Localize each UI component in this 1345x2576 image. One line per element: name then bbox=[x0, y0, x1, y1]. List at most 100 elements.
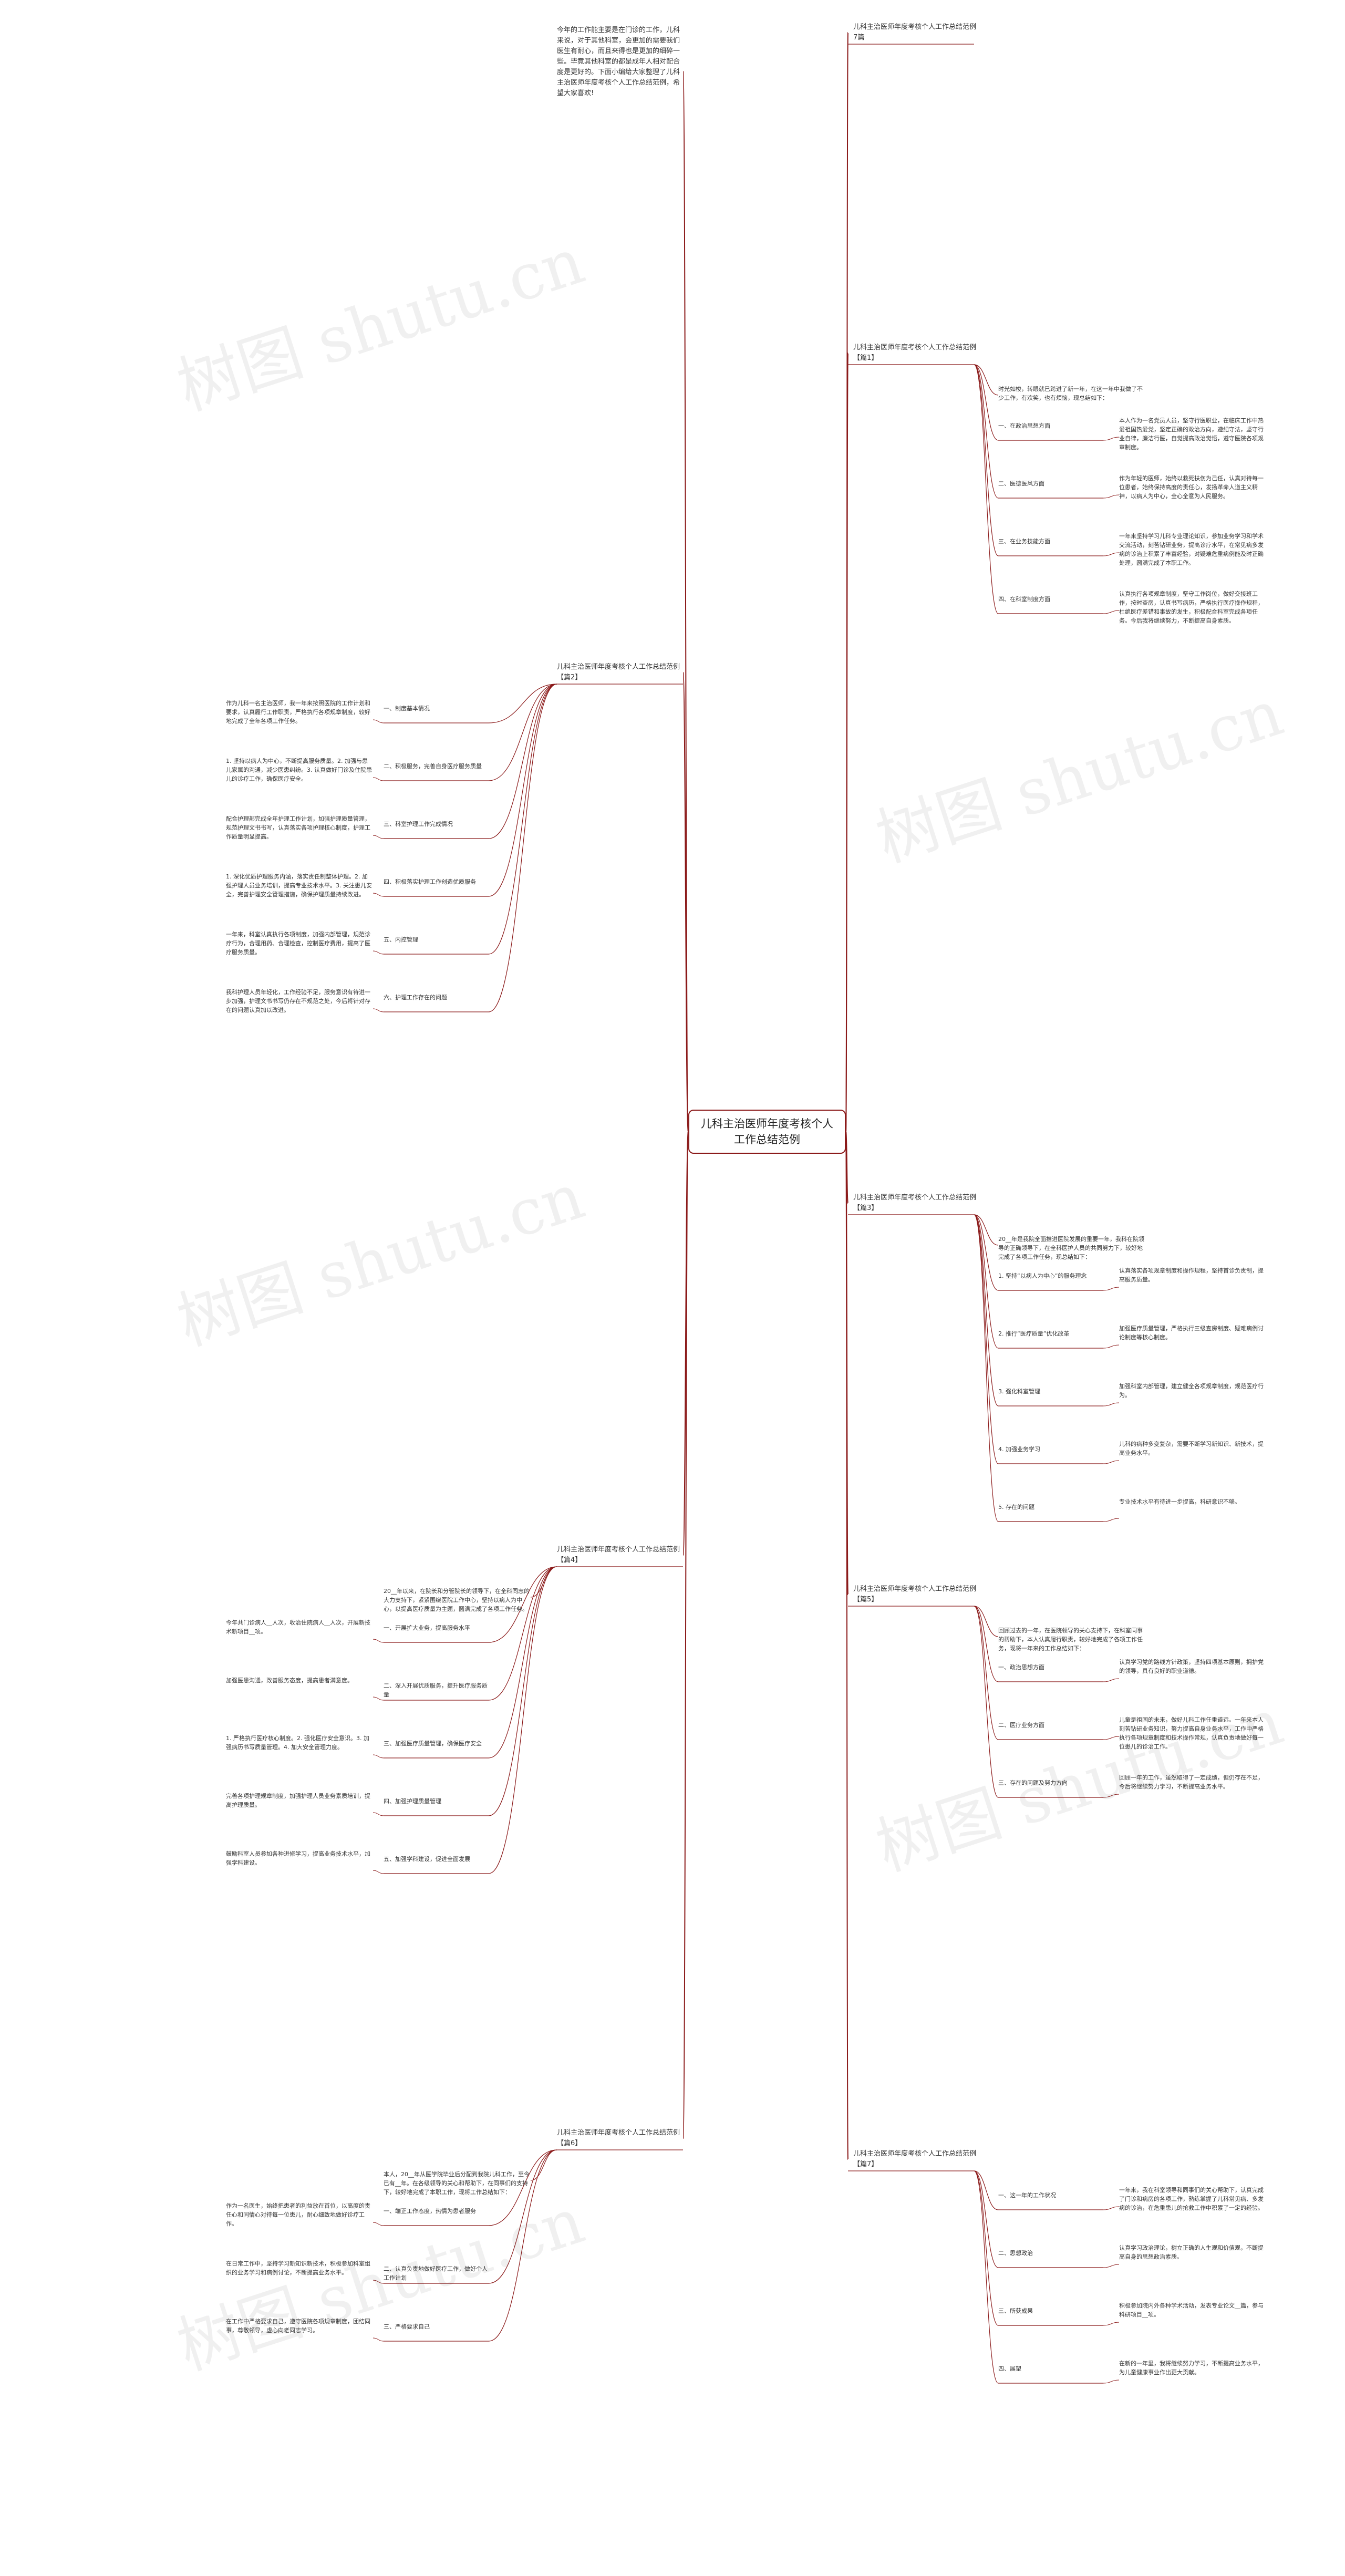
branch-topic-5[interactable]: 儿科主治医师年度考核个人工作总结范例【篇5】 bbox=[853, 1585, 977, 1603]
intro-text: 今年的工作能主要是在门诊的工作，儿科来说，对于其他科室，会更加的需要我们医生有耐… bbox=[557, 26, 680, 97]
branch-topic-3[interactable]: 儿科主治医师年度考核个人工作总结范例【篇3】 bbox=[853, 1194, 977, 1212]
subtopic-title-2-4[interactable]: 五、内控管理 bbox=[384, 936, 418, 943]
subtopic-title-2-3[interactable]: 四、积极落实护理工作创造优质服务 bbox=[384, 878, 476, 885]
connector-branch-subtopic-7-3 bbox=[974, 2170, 999, 2384]
connector-branch-subtopic-6-2 bbox=[488, 2149, 557, 2342]
connector-branch-subtopic-6-0 bbox=[488, 2149, 557, 2226]
branch-intro-6: 本人，20__年从医学院毕业后分配到我院儿科工作，至今已有__年。在各级领导的关… bbox=[384, 2171, 530, 2196]
connector-branch-subtopic-1-3 bbox=[974, 364, 999, 614]
subtopic-title-1-0[interactable]: 一、在政治思想方面 bbox=[998, 422, 1050, 429]
connector-branch-subtopic-4-2 bbox=[488, 1566, 557, 1758]
connector-subtopic-detail-6-0 bbox=[373, 2222, 384, 2226]
subtopic-detail-3-3: 儿科的病种多变复杂，需要不断学习新知识、新技术，提高业务水平。 bbox=[1119, 1441, 1264, 1456]
subtopic-title-5-1[interactable]: 二、医疗业务方面 bbox=[998, 1722, 1044, 1729]
subtopic-detail-1-0: 本人作为一名党员人员，坚守行医职业，在临床工作中热爱祖国热爱党，坚定正确的政治方… bbox=[1119, 417, 1264, 451]
subtopic-title-4-2[interactable]: 三、加强医疗质量管理，确保医疗安全 bbox=[384, 1740, 482, 1747]
branch-topic-2[interactable]: 儿科主治医师年度考核个人工作总结范例【篇2】 bbox=[557, 663, 680, 681]
subtopic-detail-7-3: 在新的一年里，我将继续努力学习，不断提高业务水平，为儿童健康事业作出更大贡献。 bbox=[1119, 2360, 1264, 2376]
connector-subtopic-detail-3-4 bbox=[1103, 1518, 1120, 1522]
subtopic-detail-6-2: 在工作中严格要求自己，遵守医院各项规章制度，团结同事，尊敬领导，虚心向老同志学习… bbox=[226, 2318, 370, 2334]
subtopic-detail-2-1: 1. 坚持以病人为中心，不断提高服务质量。2. 加强与患儿家属的沟通，减少医患纠… bbox=[226, 758, 372, 782]
subtopic-title-2-2[interactable]: 三、科室护理工作完成情况 bbox=[384, 821, 453, 827]
connector-subtopic-detail-3-0 bbox=[1103, 1287, 1120, 1291]
connector-root-branch-6 bbox=[682, 1131, 689, 2139]
connector-subtopic-detail-1-1 bbox=[1103, 494, 1120, 499]
subtopic-detail-1-2: 一年来坚持学习儿科专业理论知识，参加业务学习和学术交流活动，刻苦钻研业务，提高诊… bbox=[1119, 533, 1264, 566]
branch-intro-4: 20__年以来，在院长和分管院长的领导下，在全科同志的大力支持下，紧紧围绕医院工… bbox=[384, 1588, 530, 1612]
subtopic-detail-3-0: 认真落实各项规章制度和操作规程，坚持首诊负责制，提高服务质量。 bbox=[1119, 1267, 1264, 1283]
subtopic-title-2-5[interactable]: 六、护理工作存在的问题 bbox=[384, 994, 447, 1001]
subtopic-title-3-1[interactable]: 2. 推行“医疗质量”优化改革 bbox=[998, 1330, 1070, 1337]
connector-subtopic-detail-1-2 bbox=[1103, 552, 1120, 556]
subtopic-detail-4-3: 完善各项护理规章制度，加强护理人员业务素质培训，提高护理质量。 bbox=[226, 1793, 370, 1808]
connector-branch-subtopic-2-0 bbox=[488, 684, 557, 723]
subtopic-detail-2-0: 作为儿科一名主治医师，我一年来按照医院的工作计划和要求，认真履行工作职责，严格执… bbox=[226, 700, 370, 725]
connector-subtopic-detail-5-2 bbox=[1103, 1794, 1120, 1798]
subtopic-detail-4-1: 加强医患沟通，改善服务态度，提高患者满意度。 bbox=[226, 1677, 353, 1684]
mindmap-root-topic[interactable]: 儿科主治医师年度考核个人工作总结范例 bbox=[688, 1110, 846, 1154]
subtopic-title-7-3[interactable]: 四、展望 bbox=[998, 2365, 1021, 2372]
branch-topic-7[interactable]: 儿科主治医师年度考核个人工作总结范例【篇7】 bbox=[853, 2150, 977, 2168]
subtopic-title-1-3[interactable]: 四、在科室制度方面 bbox=[998, 596, 1050, 603]
subtopic-title-1-2[interactable]: 三、在业务技能方面 bbox=[998, 538, 1050, 545]
subtopic-detail-3-2: 加强科室内部管理，建立健全各项规章制度，规范医疗行为。 bbox=[1119, 1383, 1264, 1399]
subtopic-title-4-3[interactable]: 四、加强护理质量管理 bbox=[384, 1798, 441, 1805]
subtopic-title-7-1[interactable]: 二、思想政治 bbox=[998, 2250, 1033, 2257]
branch-topic-0[interactable]: 儿科主治医师年度考核个人工作总结范例7篇 bbox=[853, 23, 977, 42]
connector-subtopic-detail-1-3 bbox=[1103, 610, 1120, 614]
connector-branch-subtopic-2-3 bbox=[488, 684, 557, 897]
connector-root-branch-1 bbox=[845, 353, 849, 1132]
branch-topic-1[interactable]: 儿科主治医师年度考核个人工作总结范例【篇1】 bbox=[853, 344, 977, 362]
connector-branch-subtopic-2-2 bbox=[488, 684, 557, 839]
connector-subtopic-detail-4-0 bbox=[373, 1639, 384, 1643]
branch-intro-3: 20__年是我院全面推进医院发展的重要一年，我科在院领导的正确领导下，在全科医护… bbox=[998, 1236, 1144, 1260]
subtopic-detail-1-3: 认真执行各项规章制度，坚守工作岗位，做好交接班工作，按时查房，认真书写病历，严格… bbox=[1119, 591, 1264, 624]
connector-subtopic-detail-4-1 bbox=[373, 1696, 384, 1701]
subtopic-title-7-0[interactable]: 一、这一年的工作状况 bbox=[998, 2192, 1056, 2199]
connector-branch-subtopic-1-1 bbox=[974, 364, 999, 499]
subtopic-title-2-1[interactable]: 二、积极服务，完善自身医疗服务质量 bbox=[384, 763, 482, 770]
connector-branch-intro-3 bbox=[974, 1214, 999, 1246]
connector-branch-subtopic-5-2 bbox=[974, 1606, 999, 1798]
subtopic-title-4-1[interactable]: 二、深入开展优质服务，提升医疗服务质量 bbox=[384, 1682, 488, 1698]
subtopic-detail-2-2: 配合护理部完成全年护理工作计划，加强护理质量管理，规范护理文书书写，认真落实各项… bbox=[226, 815, 370, 840]
subtopic-title-4-4[interactable]: 五、加强学科建设，促进全面发展 bbox=[384, 1856, 470, 1863]
subtopic-detail-2-3: 1. 深化优质护理服务内涵，落实责任制整体护理。2. 加强护理人员业务培训，提高… bbox=[226, 873, 372, 898]
branch-topic-4[interactable]: 儿科主治医师年度考核个人工作总结范例【篇4】 bbox=[557, 1546, 680, 1564]
connector-subtopic-detail-7-2 bbox=[1103, 2322, 1120, 2326]
subtopic-title-5-0[interactable]: 一、政治思想方面 bbox=[998, 1664, 1044, 1671]
subtopic-title-1-1[interactable]: 二、医德医风方面 bbox=[998, 480, 1044, 487]
subtopic-title-5-2[interactable]: 三、存在的问题及努力方向 bbox=[998, 1780, 1068, 1786]
connector-branch-subtopic-7-2 bbox=[974, 2170, 999, 2326]
connector-branch-intro-5 bbox=[974, 1606, 999, 1637]
subtopic-detail-3-1: 加强医疗质量管理，严格执行三级查房制度、疑难病例讨论制度等核心制度。 bbox=[1119, 1325, 1264, 1341]
connector-branch-subtopic-7-0 bbox=[974, 2170, 999, 2210]
subtopic-title-6-1[interactable]: 二、认真负责地做好医疗工作，做好个人工作计划 bbox=[384, 2265, 488, 2281]
connector-subtopic-detail-4-3 bbox=[373, 1812, 384, 1816]
subtopic-title-6-2[interactable]: 三、严格要求自己 bbox=[384, 2323, 430, 2330]
connector-subtopic-detail-4-4 bbox=[373, 1870, 384, 1874]
connector-subtopic-detail-2-0 bbox=[373, 719, 384, 723]
connector-subtopic-detail-2-2 bbox=[373, 835, 384, 839]
subtopic-title-7-2[interactable]: 三、所获成果 bbox=[998, 2308, 1033, 2314]
subtopic-detail-5-0: 认真学习党的路线方针政策，坚持四项基本原则，拥护党的领导，具有良好的职业道德。 bbox=[1119, 1659, 1264, 1674]
subtopic-title-3-3[interactable]: 4. 加强业务学习 bbox=[998, 1446, 1040, 1453]
connector-branch-subtopic-4-3 bbox=[488, 1566, 557, 1816]
branch-intro-1: 时光如梭，转眼就已跨进了新一年，在这一年中我做了不少工作，有欢笑，也有烦恼，现总… bbox=[998, 386, 1143, 401]
subtopic-title-3-4[interactable]: 5. 存在的问题 bbox=[998, 1504, 1034, 1511]
subtopic-title-6-0[interactable]: 一、端正工作态度，热情为患者服务 bbox=[384, 2208, 476, 2215]
subtopic-detail-7-2: 积极参加院内外各种学术活动，发表专业论文__篇，参与科研项目__项。 bbox=[1119, 2302, 1264, 2318]
branch-topic-6[interactable]: 儿科主治医师年度考核个人工作总结范例【篇6】 bbox=[557, 2129, 680, 2147]
subtopic-title-2-0[interactable]: 一、制度基本情况 bbox=[384, 705, 430, 712]
subtopic-title-3-0[interactable]: 1. 坚持“以病人为中心”的服务理念 bbox=[998, 1273, 1087, 1279]
connector-branch-intro-1 bbox=[974, 364, 999, 396]
subtopic-detail-4-2: 1. 严格执行医疗核心制度。2. 强化医疗安全意识。3. 加强病历书写质量管理。… bbox=[226, 1735, 369, 1751]
branch-intro-5: 回顾过去的一年，在医院领导的关心支持下，在科室同事的帮助下，本人认真履行职责，较… bbox=[998, 1627, 1143, 1652]
subtopic-title-4-0[interactable]: 一、开展扩大业务，提高服务水平 bbox=[384, 1625, 470, 1631]
subtopic-detail-5-1: 儿童是祖国的未来，做好儿科工作任重道远。一年来本人刻苦钻研业务知识，努力提高自身… bbox=[1119, 1716, 1264, 1750]
subtopic-detail-7-1: 认真学习政治理论，树立正确的人生观和价值观，不断提高自身的思想政治素质。 bbox=[1119, 2244, 1264, 2260]
subtopic-title-3-2[interactable]: 3. 强化科室管理 bbox=[998, 1388, 1040, 1395]
subtopic-detail-2-5: 我科护理人员年轻化，工作经验不足，服务意识有待进一步加强，护理文书书写仍存在不规… bbox=[226, 989, 370, 1013]
connector-subtopic-detail-7-3 bbox=[1103, 2380, 1120, 2384]
subtopic-detail-3-4: 专业技术水平有待进一步提高，科研意识不够。 bbox=[1119, 1498, 1240, 1505]
